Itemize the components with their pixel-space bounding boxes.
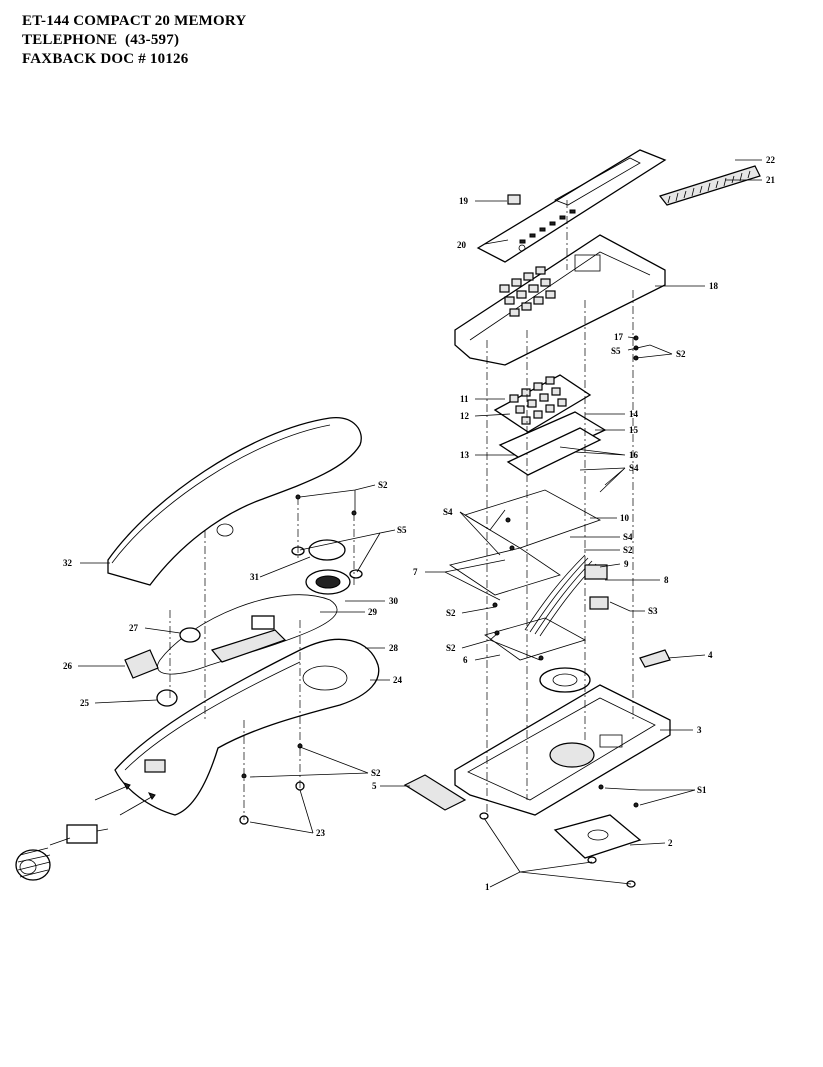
microphone bbox=[179, 627, 201, 643]
handset-top-cover bbox=[107, 417, 362, 586]
small-board bbox=[403, 774, 467, 811]
callout-s3: S3 bbox=[648, 606, 658, 616]
callout-21: 21 bbox=[766, 175, 776, 185]
callout-s2-top-right: S2 bbox=[676, 349, 686, 359]
header-doc-number-line: FAXBACK DOC # 10126 bbox=[22, 51, 189, 67]
callout-14: 14 bbox=[629, 409, 639, 419]
callout-30: 30 bbox=[389, 596, 399, 606]
callout-16: 16 bbox=[629, 450, 639, 460]
callout-s2-top-left: S2 bbox=[378, 480, 388, 490]
screws-right bbox=[492, 335, 639, 808]
header-title-line: ET-144 COMPACT 20 MEMORY bbox=[22, 13, 247, 29]
top-housing bbox=[454, 234, 666, 366]
insulation-sheet bbox=[464, 489, 601, 549]
callout-11: 11 bbox=[460, 394, 469, 404]
nuts bbox=[239, 781, 305, 825]
rubber-feet bbox=[479, 812, 636, 888]
callout-23: 23 bbox=[316, 828, 326, 838]
callout-2: 2 bbox=[668, 838, 673, 848]
battery-cover bbox=[553, 814, 642, 859]
callout-9: 9 bbox=[624, 559, 629, 569]
callout-labels: 22 21 19 20 18 17 S5 S2 11 12 14 15 13 1… bbox=[63, 155, 776, 892]
handset-cord-plug bbox=[15, 782, 156, 881]
callout-4: 4 bbox=[708, 650, 713, 660]
callout-7: 7 bbox=[413, 567, 418, 577]
callout-s4-lower: S4 bbox=[623, 532, 633, 542]
callout-12: 12 bbox=[460, 411, 470, 421]
callout-27: 27 bbox=[129, 623, 139, 633]
callout-6: 6 bbox=[463, 655, 468, 665]
callout-s5-left: S5 bbox=[397, 525, 407, 535]
keypad-rubber bbox=[493, 374, 592, 433]
speaker-disk bbox=[539, 667, 591, 693]
main-pcb bbox=[449, 547, 561, 596]
callout-1: 1 bbox=[485, 882, 490, 892]
callout-25: 25 bbox=[80, 698, 90, 708]
mic-rubber bbox=[156, 689, 178, 707]
callout-s2-mid-right: S2 bbox=[623, 545, 633, 555]
callout-s4-upper: S4 bbox=[629, 463, 639, 473]
earpiece-parts bbox=[305, 539, 351, 595]
callout-32: 32 bbox=[63, 558, 73, 568]
callout-s2-lower-left: S2 bbox=[446, 643, 456, 653]
callout-s2-mid-left: S2 bbox=[446, 608, 456, 618]
number-card-strip bbox=[658, 165, 761, 206]
callout-13: 13 bbox=[460, 450, 470, 460]
callout-17: 17 bbox=[614, 332, 624, 342]
callout-5: 5 bbox=[372, 781, 377, 791]
callout-19: 19 bbox=[459, 196, 469, 206]
callout-18: 18 bbox=[709, 281, 719, 291]
document-header: ET-144 COMPACT 20 MEMORY TELEPHONE (43-5… bbox=[22, 12, 246, 69]
callout-24: 24 bbox=[393, 675, 403, 685]
callout-8: 8 bbox=[664, 575, 669, 585]
assembly-guide-lines-left bbox=[169, 497, 355, 820]
callout-20: 20 bbox=[457, 240, 467, 250]
callout-26: 26 bbox=[63, 661, 73, 671]
small-button-part bbox=[507, 194, 521, 205]
callout-28: 28 bbox=[389, 643, 399, 653]
callout-s1: S1 bbox=[697, 785, 707, 795]
callout-s5-right: S5 bbox=[611, 346, 621, 356]
callout-29: 29 bbox=[368, 607, 378, 617]
assembly-guide-lines-right bbox=[486, 200, 634, 815]
hook-clip bbox=[124, 649, 159, 679]
callout-22: 22 bbox=[766, 155, 776, 165]
callout-10: 10 bbox=[620, 513, 630, 523]
header-model-line: TELEPHONE (43-597) bbox=[22, 32, 180, 48]
base-housing bbox=[454, 684, 671, 816]
callout-31: 31 bbox=[250, 572, 260, 582]
handset-pcb bbox=[157, 594, 338, 675]
callout-3: 3 bbox=[697, 725, 702, 735]
jack-component bbox=[584, 564, 609, 610]
callout-15: 15 bbox=[629, 425, 639, 435]
callout-s2-bottom-left: S2 bbox=[371, 768, 381, 778]
faceplate-panel bbox=[476, 149, 667, 263]
line-cord-jack bbox=[639, 649, 671, 668]
leader-lines bbox=[78, 159, 762, 888]
handset-bottom-housing bbox=[114, 638, 380, 816]
callout-s4-left: S4 bbox=[443, 507, 453, 517]
